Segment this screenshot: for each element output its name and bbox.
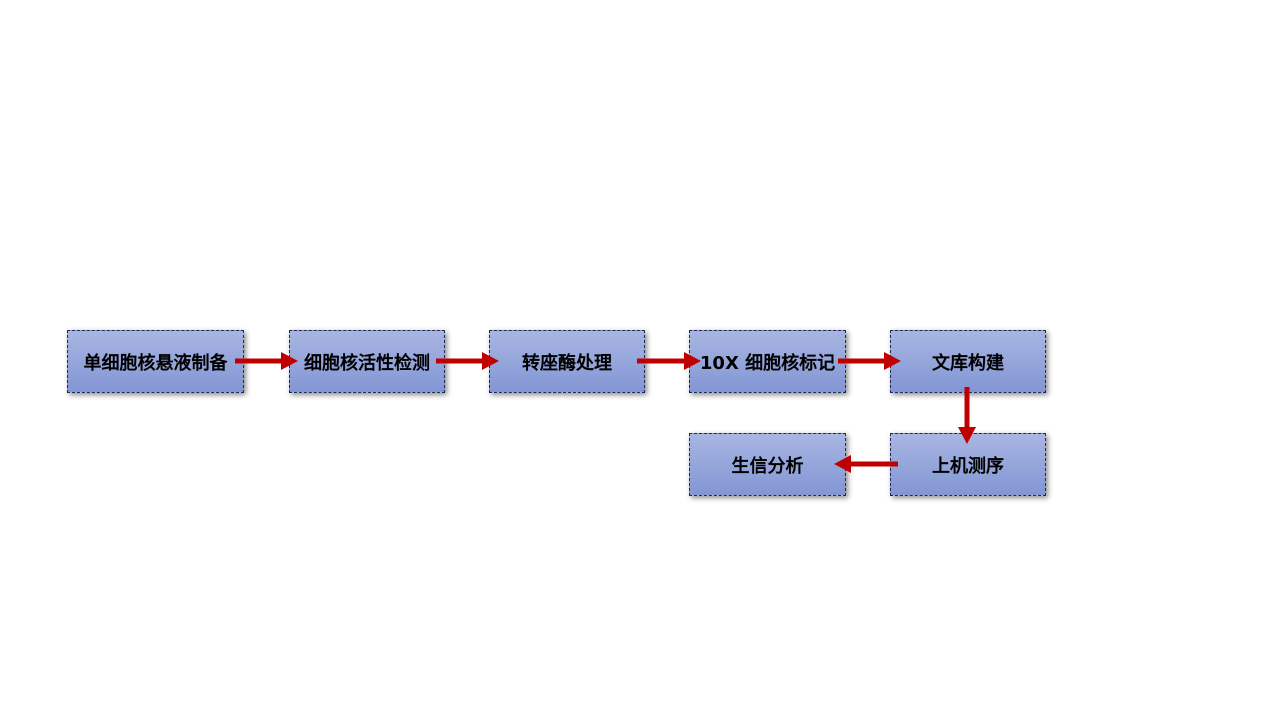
step-label: 单细胞核悬液制备 bbox=[83, 352, 228, 374]
step-sequencing: 上机测序 bbox=[890, 433, 1046, 496]
step-label: 上机测序 bbox=[932, 455, 1004, 477]
step-label: 细胞核活性检测 bbox=[304, 352, 430, 374]
step-transposase-treatment: 转座酶处理 bbox=[489, 330, 645, 393]
step-bioinformatics-analysis: 生信分析 bbox=[689, 433, 846, 496]
step-library-construction: 文库构建 bbox=[890, 330, 1046, 393]
step-label: 生信分析 bbox=[731, 455, 804, 477]
step-nucleus-viability-test: 细胞核活性检测 bbox=[289, 330, 445, 393]
step-label: 文库构建 bbox=[932, 352, 1004, 374]
step-10x-nucleus-barcoding: 10X 细胞核标记 bbox=[689, 330, 846, 393]
step-label: 转座酶处理 bbox=[522, 352, 612, 374]
step-single-nucleus-suspension: 单细胞核悬液制备 bbox=[67, 330, 244, 393]
step-label: 10X 细胞核标记 bbox=[699, 352, 836, 374]
